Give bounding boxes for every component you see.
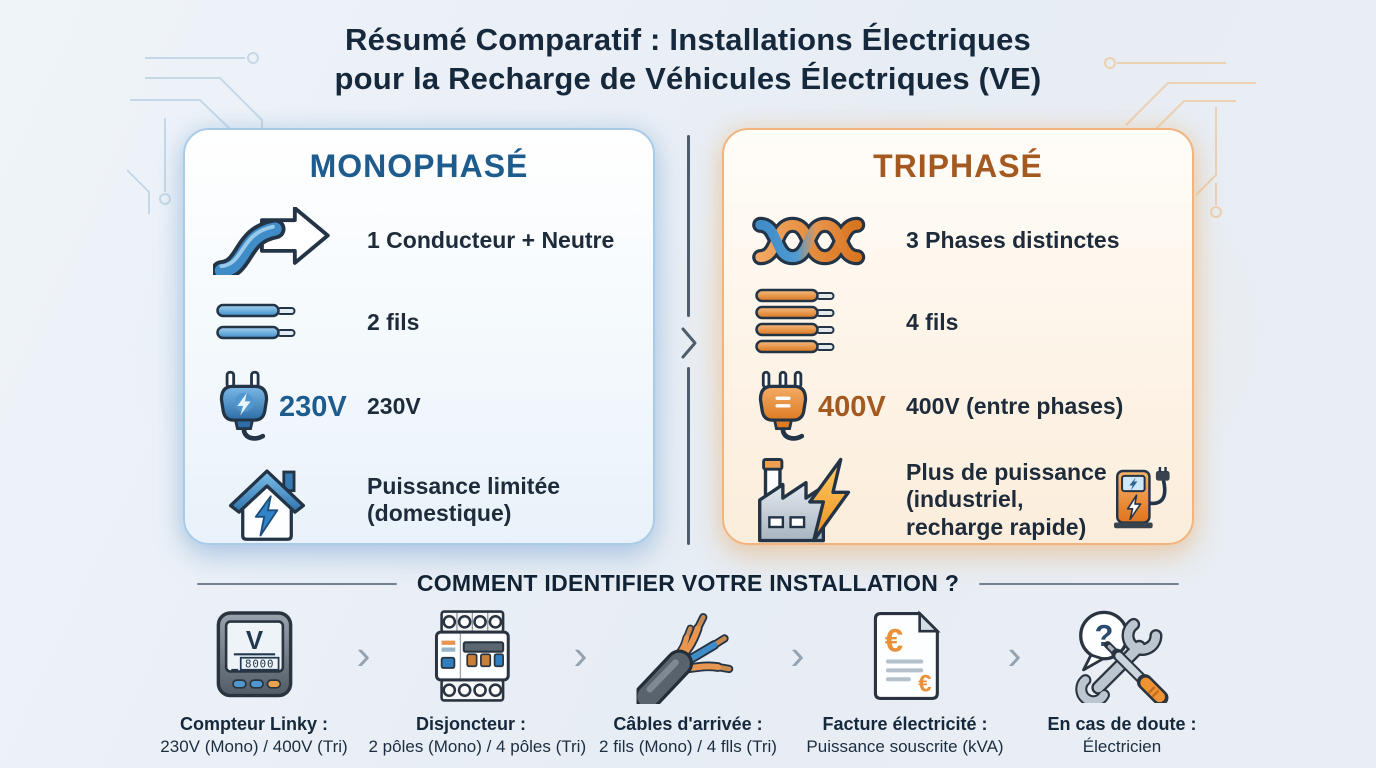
tri-row-voltage-text: 400V (entre phases) <box>906 393 1124 420</box>
curved-arrow-icon <box>213 207 330 275</box>
step-disjoncteur: Disjoncteur : 2 pôles (Mono) / 4 pôles (… <box>368 604 587 757</box>
card-triphase-title: TRIPHASÉ <box>873 148 1043 184</box>
house-bolt-icon <box>228 469 306 541</box>
plug-icon <box>758 370 808 441</box>
mono-row-wires: 2 fils <box>213 283 635 363</box>
card-triphase: TRIPHASÉ <box>722 128 1194 545</box>
mono-row-power-text: Puissance limitée (domestique) <box>367 472 561 526</box>
chevron-right-icon <box>681 327 697 359</box>
cables-icon <box>636 613 733 704</box>
tri-row-wires-text: 4 fils <box>906 309 959 336</box>
step-cables: Câbles d'arrivée : 2 fils (Mono) / 4 fll… <box>586 604 791 757</box>
tri-row-phases: 3 Phases distinctes <box>752 199 1174 283</box>
mono-row-power: Puissance limitée (domestique) <box>213 451 635 549</box>
heading-rule-left <box>196 582 397 585</box>
identify-heading: COMMENT IDENTIFIER VOTRE INSTALLATION ? <box>0 570 1376 597</box>
step-facture-title: Facture électricité : <box>822 714 988 734</box>
step-facture-detail: Puissance souscrite (kVA) <box>806 737 1004 756</box>
step-chevron-icon: › <box>790 631 805 678</box>
step-chevron-icon: › <box>573 631 588 678</box>
tri-row-power: Plus de puissance (industriel, recharge … <box>752 451 1174 549</box>
step-compteur-detail: 230V (Mono) / 400V (Tri) <box>160 737 348 756</box>
plug-icon <box>219 370 269 441</box>
tri-voltage-badge: 400V <box>818 390 886 423</box>
step-doute: ? <box>1020 604 1225 757</box>
step-chevron-icon: › <box>356 631 371 678</box>
factory-bolt-icon <box>758 457 851 543</box>
card-monophase: MONOPHASÉ 1 Conducteur + Neutre <box>183 128 655 545</box>
step-compteur-title: Compteur Linky : <box>179 714 328 734</box>
mono-row-voltage-text: 230V <box>367 393 421 420</box>
page-title: Résumé Comparatif : Installations Électr… <box>0 20 1376 98</box>
heading-rule-right <box>979 582 1180 585</box>
cards-divider <box>679 135 697 545</box>
mono-row-voltage: 230V 230V <box>213 363 635 451</box>
step-doute-detail: Électricien <box>1082 737 1162 756</box>
invoice-icon: € € <box>873 610 941 701</box>
mono-voltage-badge: 230V <box>279 390 347 423</box>
card-monophase-title: MONOPHASÉ <box>309 148 529 184</box>
step-chevron-icon: › <box>1007 631 1022 678</box>
mono-row-conductor-text: 1 Conducteur + Neutre <box>367 227 615 254</box>
step-cables-detail: 2 fils (Mono) / 4 flls (Tri) <box>599 737 777 756</box>
step-compteur-linky: V 8000 Compteur Linky : 230V (Mono) / 40… <box>152 604 357 757</box>
step-doute-title: En cas de doute : <box>1047 714 1197 734</box>
step-disjoncteur-detail: 2 pôles (Mono) / 4 pôles (Tri) <box>368 737 587 756</box>
step-disjoncteur-title: Disjoncteur : <box>415 714 526 734</box>
page-title-line1: Résumé Comparatif : Installations Électr… <box>344 22 1031 57</box>
identify-steps: V 8000 Compteur Linky : 230V (Mono) / 40… <box>152 604 1225 757</box>
meter-unit-glyph: V <box>245 627 263 655</box>
identify-heading-text: COMMENT IDENTIFIER VOTRE INSTALLATION ? <box>416 570 960 596</box>
tri-row-voltage: 400V 400V (entre phases) <box>752 363 1174 451</box>
doubt-tools-icon: ? <box>1074 610 1168 703</box>
step-cables-title: Câbles d'arrivée : <box>613 714 763 734</box>
tri-row-phases-text: 3 Phases distinctes <box>906 227 1120 254</box>
page-title-line2: pour la Recharge de Véhicules Électrique… <box>334 61 1042 97</box>
tri-row-wires: 4 fils <box>752 283 1174 363</box>
euro-glyph-small: € <box>918 670 931 697</box>
mono-row-conductor: 1 Conducteur + Neutre <box>213 199 635 283</box>
linky-meter-icon: V 8000 <box>216 611 292 698</box>
ev-charger-icon <box>1114 466 1170 529</box>
twisted-wires-icon <box>752 216 866 266</box>
two-wires-icon <box>216 303 296 340</box>
meter-display-glyph: 8000 <box>244 658 273 671</box>
four-wires-icon <box>755 288 835 354</box>
circuit-breaker-icon <box>434 610 510 702</box>
euro-glyph-large: € <box>884 622 902 659</box>
tri-row-power-text: Plus de puissance (industriel, recharge … <box>906 459 1107 540</box>
step-facture: € € Facture électricité : Puissance sous… <box>803 604 1008 757</box>
mono-row-wires-text: 2 fils <box>367 309 420 336</box>
